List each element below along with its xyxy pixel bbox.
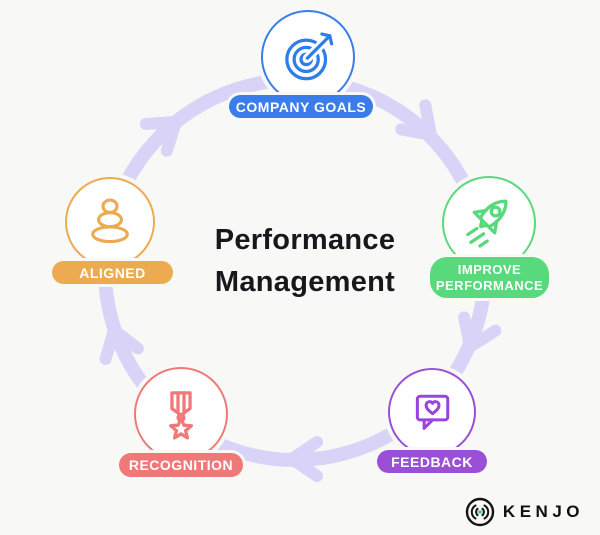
target-dart-icon xyxy=(285,30,336,81)
page-title-line2: Management xyxy=(214,266,396,298)
rocket-icon xyxy=(466,199,508,248)
medal-star-icon xyxy=(169,391,193,440)
zen-stones-icon xyxy=(91,198,129,244)
label-company-goals: COMPANY GOALS xyxy=(229,95,373,118)
page-title: Performance Management xyxy=(180,219,430,303)
label-improve-performance: IMPROVE PERFORMANCE xyxy=(430,257,549,298)
node-recognition xyxy=(134,367,228,461)
node-aligned xyxy=(65,177,155,267)
kenjo-logo-text: KENJO xyxy=(502,502,584,521)
page-title-line1: Performance xyxy=(214,224,396,256)
chat-heart-icon xyxy=(415,394,450,430)
label-aligned: ALIGNED xyxy=(52,261,173,284)
kenjo-logo: KENJO xyxy=(464,496,584,528)
label-feedback: FEEDBACK xyxy=(377,450,487,473)
label-recognition: RECOGNITION xyxy=(119,453,243,477)
node-feedback xyxy=(388,368,476,456)
kenjo-logo-icon xyxy=(465,497,495,527)
node-improve-performance xyxy=(442,176,536,270)
node-company-goals xyxy=(261,10,355,104)
